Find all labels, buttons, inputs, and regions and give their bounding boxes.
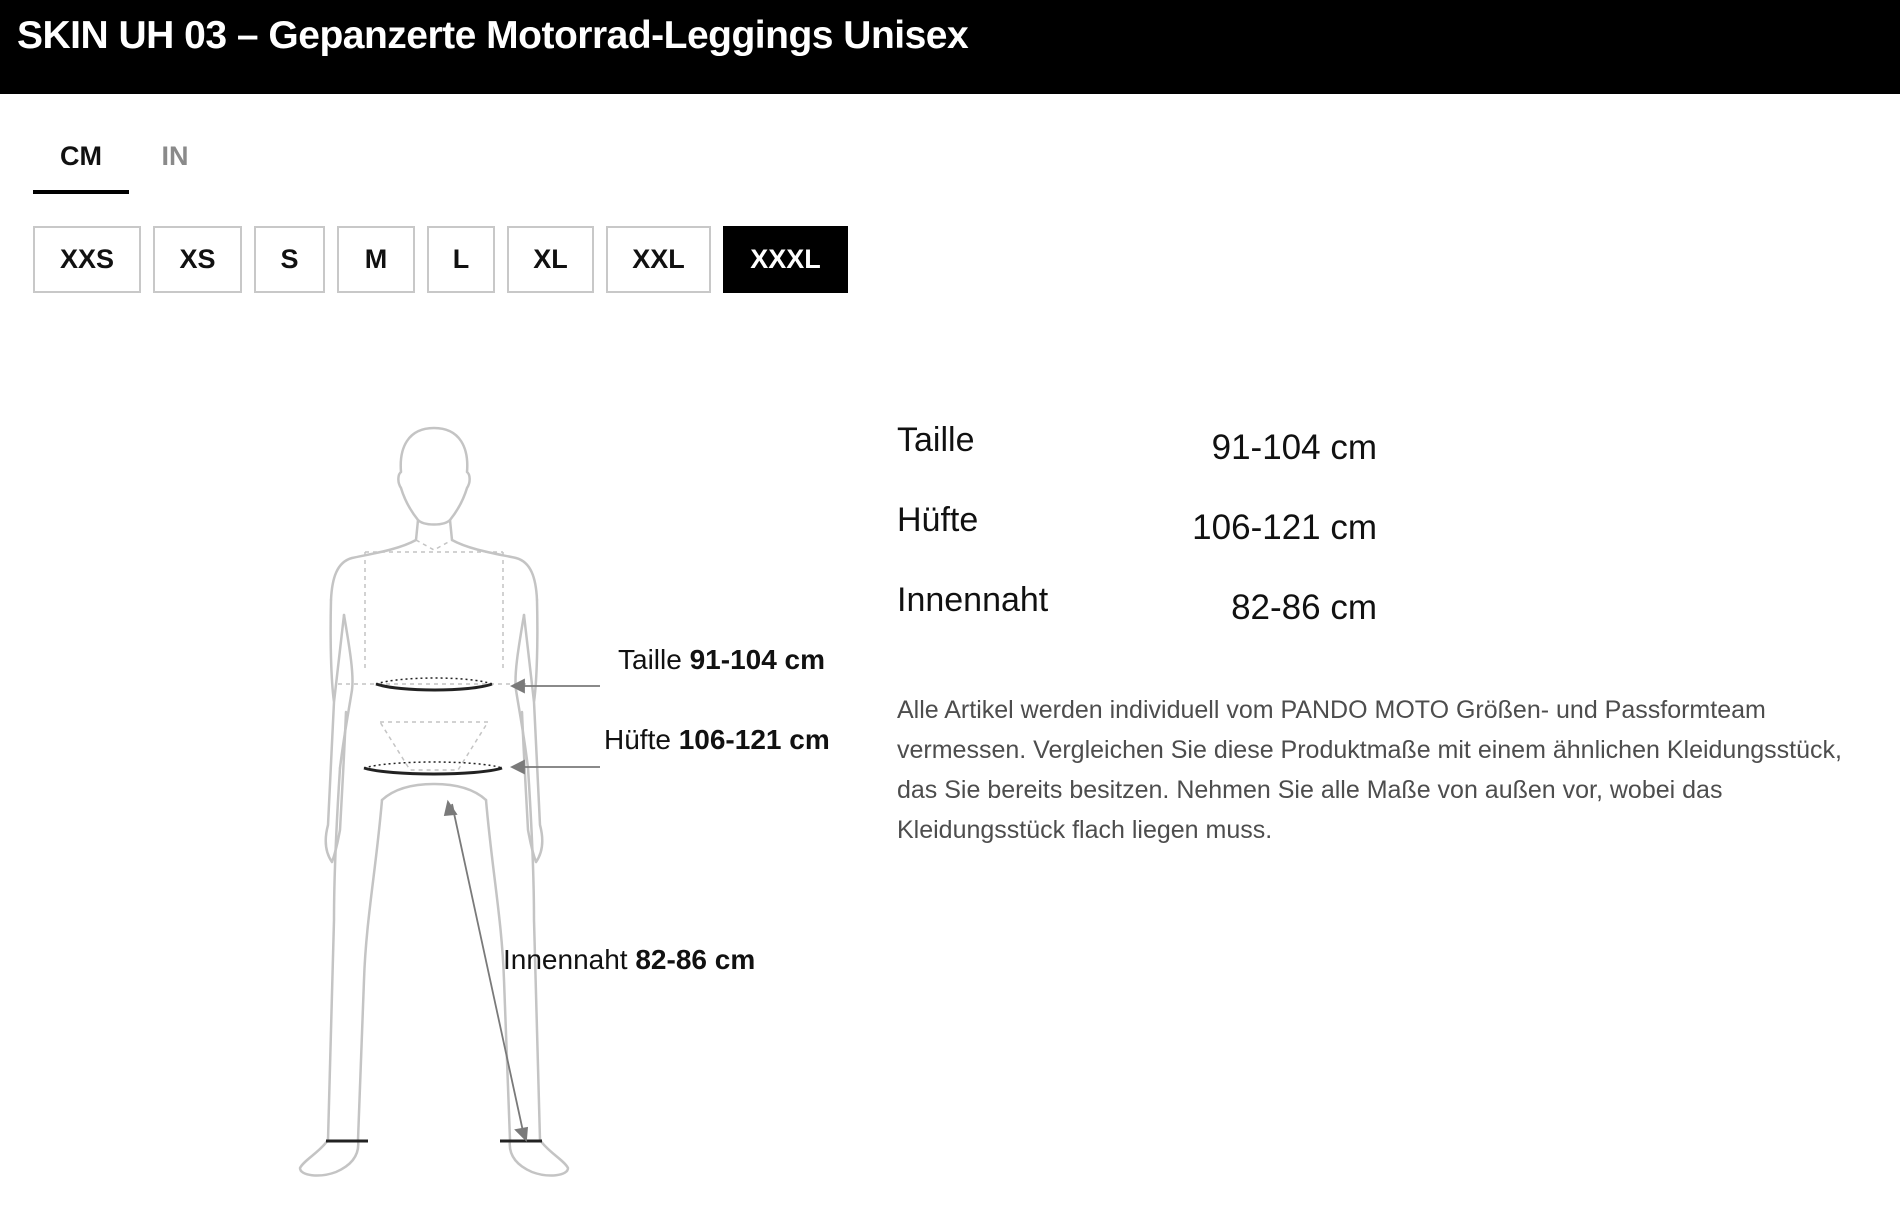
page-header: SKIN UH 03 – Gepanzerte Motorrad-Legging… xyxy=(0,0,1900,94)
measurement-value-inseam: 82-86 cm xyxy=(1231,588,1377,627)
figure-crotch xyxy=(380,782,488,802)
figure-left-foot xyxy=(298,1138,360,1177)
figure-neck-right xyxy=(448,518,539,602)
body-figure-illustration xyxy=(298,426,600,1177)
figure-label-waist-value: 91-104 cm xyxy=(689,644,826,675)
size-button-xxxl[interactable]: XXXL xyxy=(723,226,848,293)
inseam-arrow-bottom xyxy=(514,1126,528,1143)
size-button-m[interactable]: M xyxy=(337,226,415,293)
measurement-label-inseam: Innennaht xyxy=(897,581,1049,619)
tab-in[interactable]: IN xyxy=(161,141,189,171)
inseam-arrow-line xyxy=(451,803,525,1137)
size-button-s[interactable]: S xyxy=(254,226,325,293)
measurement-value-hip: 106-121 cm xyxy=(1192,508,1377,547)
figure-label-inseam: Innennaht 82-86 cm xyxy=(503,944,755,976)
measurement-label-waist: Taille xyxy=(897,421,975,459)
figure-label-hip-value: 106-121 cm xyxy=(678,724,830,755)
size-button-xl[interactable]: XL xyxy=(507,226,594,293)
size-button-xxs[interactable]: XXS xyxy=(33,226,141,293)
figure-label-inseam-value: 82-86 cm xyxy=(635,944,756,975)
page-title: SKIN UH 03 – Gepanzerte Motorrad-Legging… xyxy=(17,14,969,57)
hip-arrow-head xyxy=(509,759,525,775)
size-button-l[interactable]: L xyxy=(427,226,495,293)
figure-right-foot xyxy=(508,1138,570,1177)
hip-measure-line xyxy=(363,766,503,776)
figure-torso xyxy=(338,613,530,770)
figure-dashed-torso xyxy=(338,539,530,771)
figure-label-waist: Taille 91-104 cm xyxy=(618,644,825,676)
figure-label-hip-name: Hüfte xyxy=(604,724,671,755)
waist-arrow-head xyxy=(509,678,525,694)
figure-head xyxy=(397,426,471,526)
figure-label-inseam-name: Innennaht xyxy=(503,944,628,975)
figure-label-waist-name: Taille xyxy=(618,644,682,675)
measurement-description: Alle Artikel werden individuell vom PAND… xyxy=(897,696,1842,844)
inseam-arrow-top xyxy=(443,799,458,817)
tab-cm[interactable]: CM xyxy=(33,128,129,194)
size-button-xs[interactable]: XS xyxy=(153,226,242,293)
figure-right-leg xyxy=(484,766,542,1142)
figure-label-hip: Hüfte 106-121 cm xyxy=(604,724,830,756)
waist-measure-line xyxy=(375,682,493,692)
measurement-label-hip: Hüfte xyxy=(897,501,979,539)
figure-left-leg xyxy=(326,766,384,1142)
measurement-value-waist: 91-104 cm xyxy=(1211,428,1377,467)
figure-neck xyxy=(329,518,420,602)
size-button-xxl[interactable]: XXL xyxy=(606,226,711,293)
